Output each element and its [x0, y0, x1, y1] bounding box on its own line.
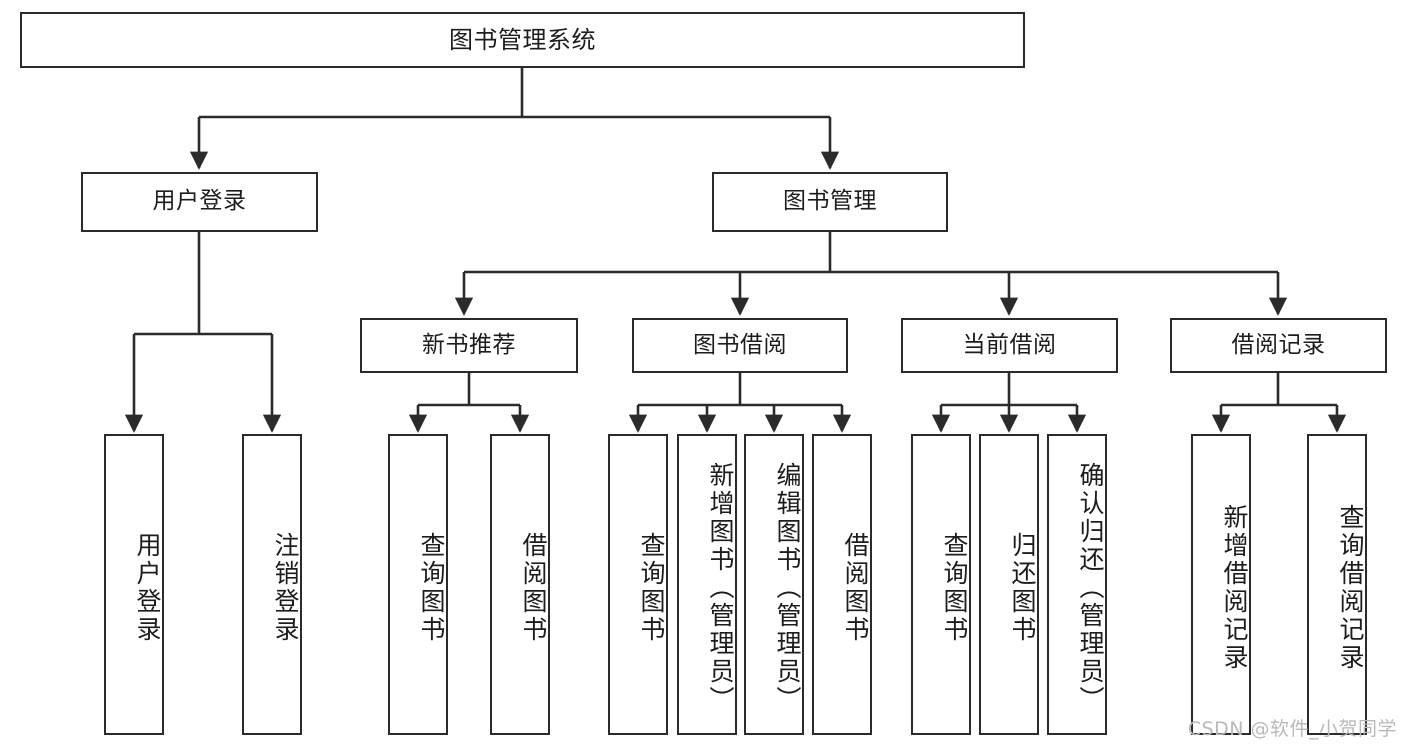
node-leaf-user-login-label: 用户登录 [133, 531, 162, 644]
node-leaf-add-book-label: 新增图书（管理员） [706, 461, 735, 714]
node-user-login-label: 用户登录 [152, 188, 247, 215]
node-leaf-user-logout[interactable]: 注销登录 [242, 434, 302, 735]
node-root-label: 图书管理系统 [449, 25, 596, 54]
node-borrow-record[interactable]: 借阅记录 [1170, 318, 1387, 373]
node-book-borrow-label: 图书借阅 [693, 331, 787, 358]
node-leaf-borrow-book-1-label: 借阅图书 [519, 531, 548, 644]
node-borrow-record-label: 借阅记录 [1231, 331, 1326, 358]
node-leaf-confirm-return[interactable]: 确认归还（管理员） [1047, 434, 1107, 735]
node-new-book-recommend[interactable]: 新书推荐 [360, 318, 578, 373]
node-book-borrow[interactable]: 图书借阅 [632, 318, 848, 373]
node-leaf-return-book[interactable]: 归还图书 [979, 434, 1039, 735]
node-leaf-query-book-2-label: 查询图书 [637, 531, 666, 644]
node-user-login[interactable]: 用户登录 [81, 172, 318, 232]
node-leaf-query-book-1-label: 查询图书 [417, 531, 446, 644]
node-leaf-query-book-3[interactable]: 查询图书 [911, 434, 971, 735]
node-current-borrow[interactable]: 当前借阅 [901, 318, 1118, 373]
node-leaf-borrow-book-1[interactable]: 借阅图书 [490, 434, 550, 735]
watermark: CSDN @软件_小贺同学 [1188, 714, 1397, 741]
node-root[interactable]: 图书管理系统 [20, 12, 1025, 68]
node-leaf-borrow-book-2[interactable]: 借阅图书 [812, 434, 872, 735]
node-leaf-query-record-label: 查询借阅记录 [1336, 503, 1365, 672]
node-leaf-add-record-label: 新增借阅记录 [1220, 503, 1249, 672]
node-leaf-query-record[interactable]: 查询借阅记录 [1307, 434, 1367, 735]
node-leaf-edit-book[interactable]: 编辑图书（管理员） [744, 434, 804, 735]
node-leaf-query-book-1[interactable]: 查询图书 [388, 434, 448, 735]
node-leaf-add-book[interactable]: 新增图书（管理员） [677, 434, 737, 735]
node-leaf-query-book-2[interactable]: 查询图书 [608, 434, 668, 735]
node-leaf-user-logout-label: 注销登录 [271, 531, 300, 644]
node-leaf-query-book-3-label: 查询图书 [940, 531, 969, 644]
node-leaf-confirm-return-label: 确认归还（管理员） [1076, 461, 1105, 714]
node-book-management-label: 图书管理 [783, 188, 877, 215]
node-book-management[interactable]: 图书管理 [712, 172, 948, 232]
node-leaf-edit-book-label: 编辑图书（管理员） [773, 461, 802, 714]
node-leaf-user-login[interactable]: 用户登录 [104, 434, 164, 735]
node-leaf-return-book-label: 归还图书 [1008, 531, 1037, 644]
node-current-borrow-label: 当前借阅 [962, 331, 1057, 358]
node-leaf-borrow-book-2-label: 借阅图书 [841, 531, 870, 644]
watermark-text: CSDN @软件_小贺同学 [1187, 718, 1397, 740]
node-new-book-recommend-label: 新书推荐 [422, 331, 516, 358]
node-leaf-add-record[interactable]: 新增借阅记录 [1191, 434, 1251, 735]
